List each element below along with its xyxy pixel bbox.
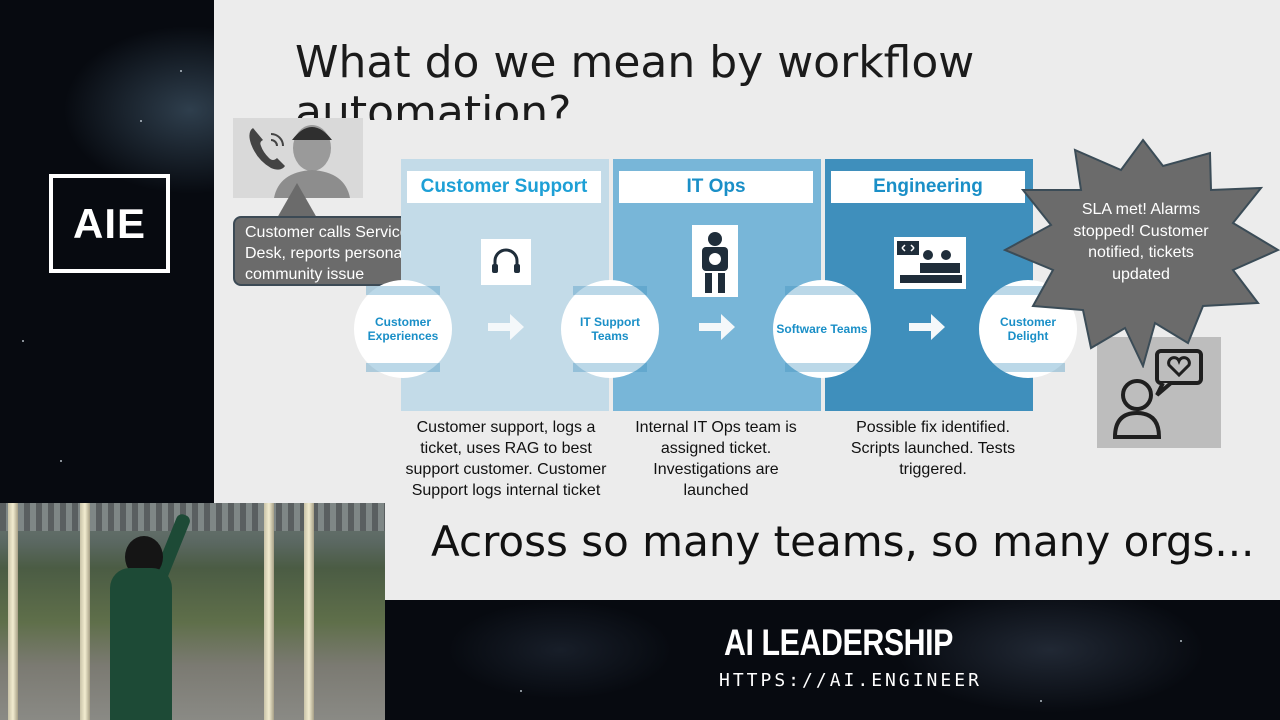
pillar (264, 503, 274, 720)
headset-icon (481, 239, 531, 285)
event-logo: AIE (49, 174, 170, 273)
panel-heading: IT Ops (619, 171, 813, 203)
callout-tail (277, 183, 317, 218)
description-customer-support: Customer support, logs a ticket, uses RA… (405, 419, 607, 499)
panel-heading: Customer Support (407, 171, 601, 203)
roof-structure (0, 503, 385, 531)
circle-label: Customer Experiences (367, 315, 439, 343)
star (1040, 700, 1042, 702)
description-it-ops: Internal IT Ops team is assigned ticket.… (635, 419, 797, 499)
star (22, 340, 24, 342)
robot-gear-icon (692, 225, 738, 297)
sla-badge-shape (1003, 138, 1280, 368)
speaker-body (110, 568, 172, 720)
pillar (80, 503, 90, 720)
arrow-right-icon (909, 314, 945, 340)
pillar (8, 503, 18, 720)
arrow-right-icon (488, 314, 524, 340)
circle-label: Customer Delight (999, 315, 1056, 343)
circle-customer-experiences: Customer Experiences (354, 280, 452, 378)
description-engineering: Possible fix identified. Scripts launche… (850, 419, 1016, 478)
pillar (304, 503, 314, 720)
circle-label: Software Teams (776, 322, 868, 336)
event-name: AI LEADERSHIP (724, 622, 953, 663)
circle-it-support-teams: IT Support Teams (561, 280, 659, 378)
circle-software-teams: Software Teams (773, 280, 871, 378)
code-team-icon (894, 237, 966, 289)
slide-subtitle: Across so many teams, so many orgs... (431, 517, 1255, 566)
chat-heart-icon (1155, 349, 1203, 397)
star (60, 460, 62, 462)
speaker-video (0, 503, 385, 720)
customer-card (1097, 337, 1221, 448)
star (1180, 640, 1182, 642)
phone-icon (249, 128, 285, 170)
event-url: HTTPS://AI.ENGINEER (719, 670, 982, 691)
panel-it-ops: IT Ops (613, 159, 821, 411)
star (140, 120, 142, 122)
panel-heading: Engineering (831, 171, 1025, 203)
slide-title: What do we mean by workflow automation? (295, 38, 975, 120)
panel-engineering: Engineering (825, 159, 1033, 411)
sla-badge-text: SLA met! Alarms stopped! Customer notifi… (1073, 201, 1209, 283)
panel-customer-support: Customer Support (401, 159, 609, 411)
arrow-right-icon (699, 314, 735, 340)
customer-icon (1112, 349, 1203, 439)
star (520, 690, 522, 692)
circle-label: IT Support Teams (580, 315, 640, 343)
star (180, 70, 182, 72)
